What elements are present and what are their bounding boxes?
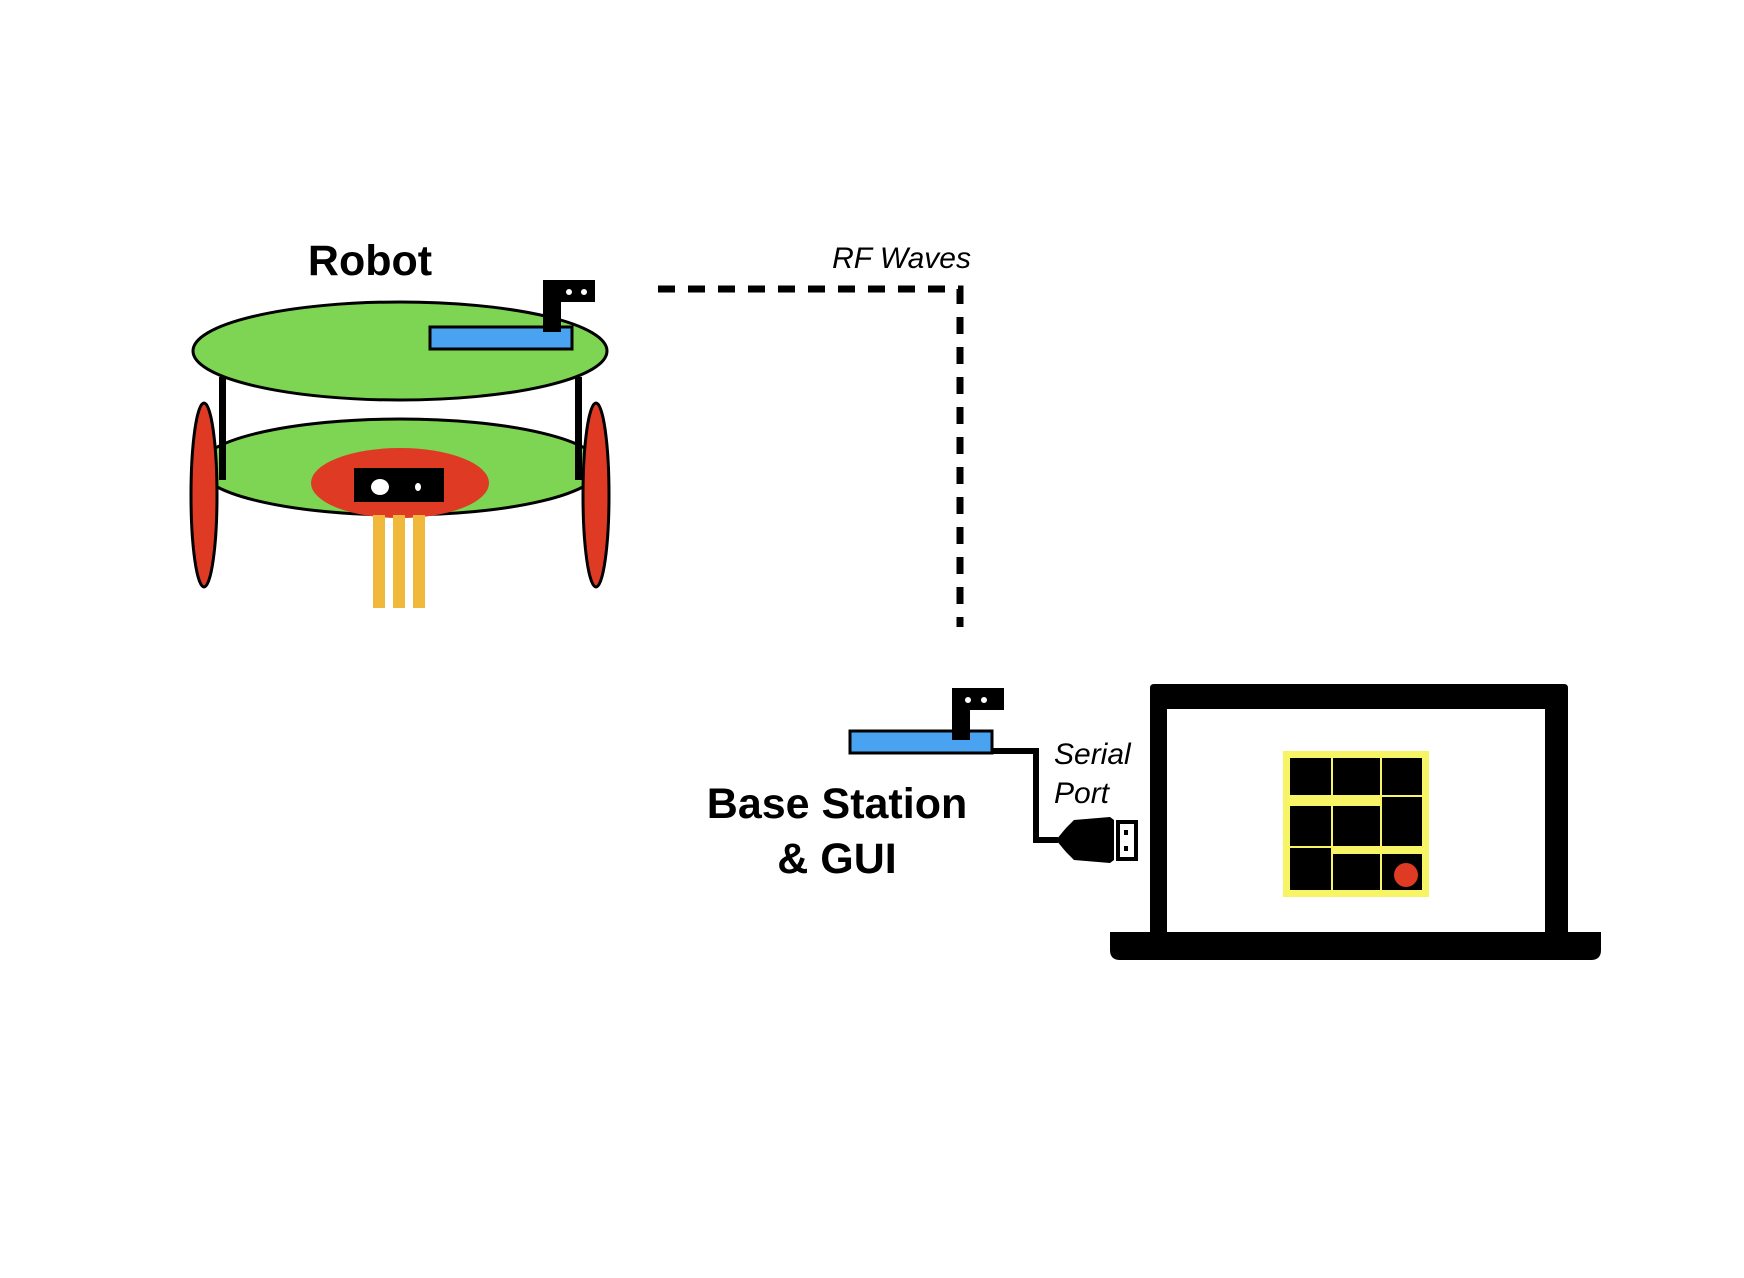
robot-wheel-left — [189, 401, 219, 589]
laptop-icon — [1110, 684, 1601, 960]
robot-sensor-eye-small — [415, 483, 421, 491]
robot-sensor-eye-large — [371, 479, 389, 495]
serial-port-label-line2: Port — [1054, 777, 1111, 810]
serial-port-label-line1: Serial — [1054, 738, 1132, 771]
rf-link: RF Waves — [658, 242, 971, 627]
rf-waves-dashed-line — [658, 285, 964, 627]
maze-grid-icon — [1283, 751, 1429, 897]
maze-robot-marker — [1394, 863, 1418, 887]
robot-line-sensor-1 — [373, 515, 385, 608]
robot-wheel-right — [581, 401, 611, 589]
robot-label: Robot — [308, 237, 432, 285]
robot-standoff-right — [575, 377, 582, 480]
rf-waves-label: RF Waves — [832, 242, 971, 275]
robot-standoff-left — [219, 377, 226, 480]
robot-radio-module-icon — [428, 280, 595, 351]
serial-cable — [993, 748, 1058, 843]
laptop-base — [1110, 932, 1601, 960]
base-radio-module-icon — [848, 688, 1004, 755]
base-station-label-line1: Base Station — [707, 780, 967, 828]
robot-sensor-block — [354, 468, 444, 502]
robot-icon: Robot — [189, 237, 611, 608]
robot-line-sensor-3 — [413, 515, 425, 608]
usb-plug-icon — [1056, 817, 1138, 863]
robot-line-sensor-2 — [393, 515, 405, 608]
base-station-label-line2: & GUI — [777, 835, 896, 883]
base-station-icon: Serial Port Base Station & GUI — [707, 688, 1138, 883]
